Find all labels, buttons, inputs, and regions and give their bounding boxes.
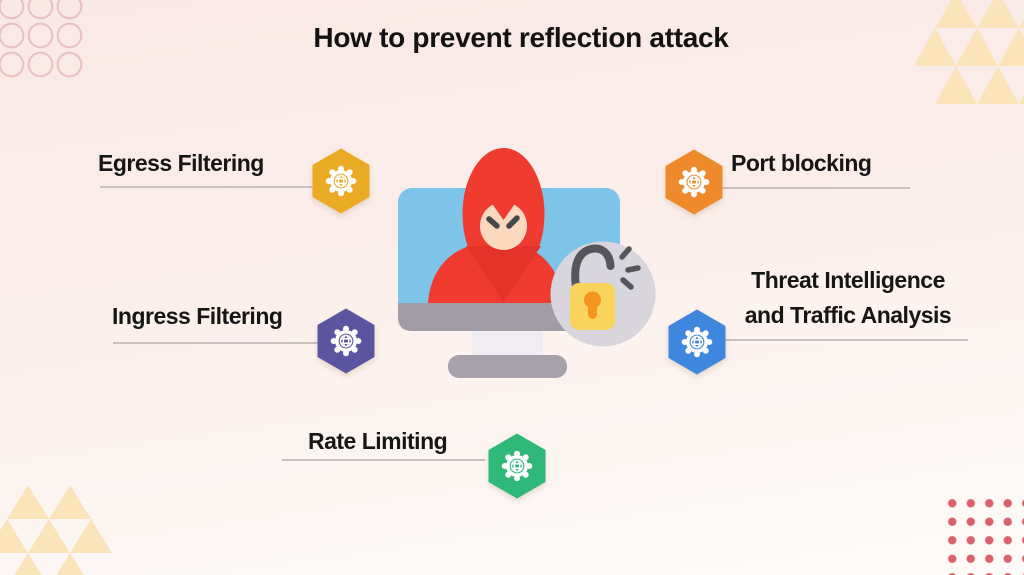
rate-limiting-underline: [282, 459, 485, 461]
padlock-open-shackle: [571, 244, 615, 291]
egress-filtering-gear-globe-icon: [312, 148, 370, 214]
monitor-stand-base: [448, 355, 567, 378]
monitor-stand-neck: [472, 328, 543, 358]
threat-intelligence-label-line2: and Traffic Analysis: [744, 302, 952, 328]
triangle-pattern-top-right: [914, 0, 1024, 104]
threat-intelligence-label-line1: Threat Intelligence: [751, 267, 945, 293]
rate-limiting-gear-globe-icon: [488, 433, 546, 499]
threat-intelligence-label: Threat Intelligence and Traffic Analysis: [715, 263, 981, 333]
hacker-monitor-illustration: [398, 148, 656, 378]
padlock-keyhole: [584, 291, 601, 319]
circle-grid-decoration: [0, 0, 84, 78]
dot-grid-decoration: [942, 493, 1024, 575]
hacker-face: [480, 202, 527, 250]
ingress-filtering-underline: [113, 342, 341, 344]
triangle-pattern-bottom-left: [0, 485, 112, 575]
threat-intelligence-gear-globe-icon: [668, 309, 726, 375]
hacker-hood-drape: [466, 246, 541, 302]
hacker-eyes: [486, 215, 520, 229]
egress-filtering-underline: [100, 186, 317, 188]
ingress-filtering-gear-globe-icon: [317, 308, 375, 374]
port-blocking-underline: [712, 187, 910, 189]
page-title: How to prevent reflection attack: [313, 22, 729, 53]
hacker-figure: [428, 148, 563, 303]
egress-filtering-label: Egress Filtering: [98, 150, 264, 176]
port-blocking-gear-globe-icon: [665, 149, 723, 215]
ingress-filtering-label: Ingress Filtering: [112, 303, 283, 329]
port-blocking-label: Port blocking: [731, 150, 872, 176]
threat-intelligence-underline: [712, 339, 968, 341]
rate-limiting-label: Rate Limiting: [308, 428, 448, 454]
hacker-hood-peak: [486, 195, 521, 220]
padlock-click-marks: [619, 246, 641, 290]
